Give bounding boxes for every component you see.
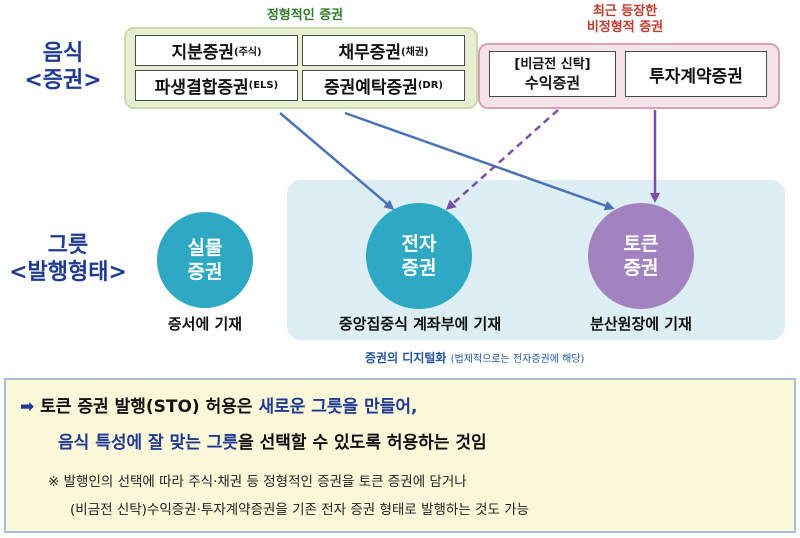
derivative-linked-securities-box: 파생결합증권(ELS) — [135, 70, 298, 101]
beneficiary-certificate-box: [비금전 신탁] 수익증권 — [489, 51, 616, 97]
summary-line-2: 음식 특성에 잘 맞는 그릇을 선택할 수 있도록 허용하는 것임 — [58, 433, 487, 453]
electronic-securities-circle: 전자 증권 — [366, 203, 472, 309]
summary-box — [4, 378, 796, 533]
token-securities-caption: 분산원장에 기재 — [590, 315, 692, 333]
summary-arrow-icon: ➡ — [20, 397, 35, 417]
formal-to-token-arrow — [344, 111, 615, 211]
token-securities-circle: 토큰 증권 — [588, 203, 694, 309]
investment-contract-securities-box: 투자계약증권 — [625, 51, 767, 97]
summary-note-2: (비금전 신탁)수익증권·투자계약증권을 기존 전자 증권 형태로 발행하는 것… — [70, 502, 530, 518]
digitalization-label: 증권의 디지털화 (법제적으로는 전자증권에 해당) — [365, 351, 585, 365]
content-row-label: 음식 <증권> — [24, 41, 102, 93]
electronic-securities-caption: 중앙집중식 계좌부에 기재 — [338, 315, 502, 333]
container-row-label: 그릇 <발행형태> — [9, 233, 127, 285]
depositary-receipts-box: 증권예탁증권(DR) — [302, 70, 465, 101]
formal-to-electronic-arrow — [279, 112, 395, 210]
informal-group-title: 최근 등장한 비정형적 증권 — [586, 4, 664, 35]
equity-securities-box: 지분증권(주식) — [135, 35, 298, 66]
summary-note-1: ※ 발행인의 선택에 따라 주식·채권 등 정형적인 증권을 토큰 증권에 담거… — [48, 474, 467, 490]
physical-certificate-caption: 증서에 기재 — [167, 315, 243, 333]
physical-certificate-circle: 실물 증권 — [157, 212, 253, 308]
formal-group-title: 정형적인 증권 — [266, 8, 344, 23]
informal-to-electronic-arrow — [445, 109, 559, 210]
debt-securities-box: 채무증권(채권) — [302, 35, 465, 66]
summary-line-1: ➡ 토큰 증권 발행(STO) 허용은 새로운 그릇을 만들어, — [20, 397, 418, 417]
